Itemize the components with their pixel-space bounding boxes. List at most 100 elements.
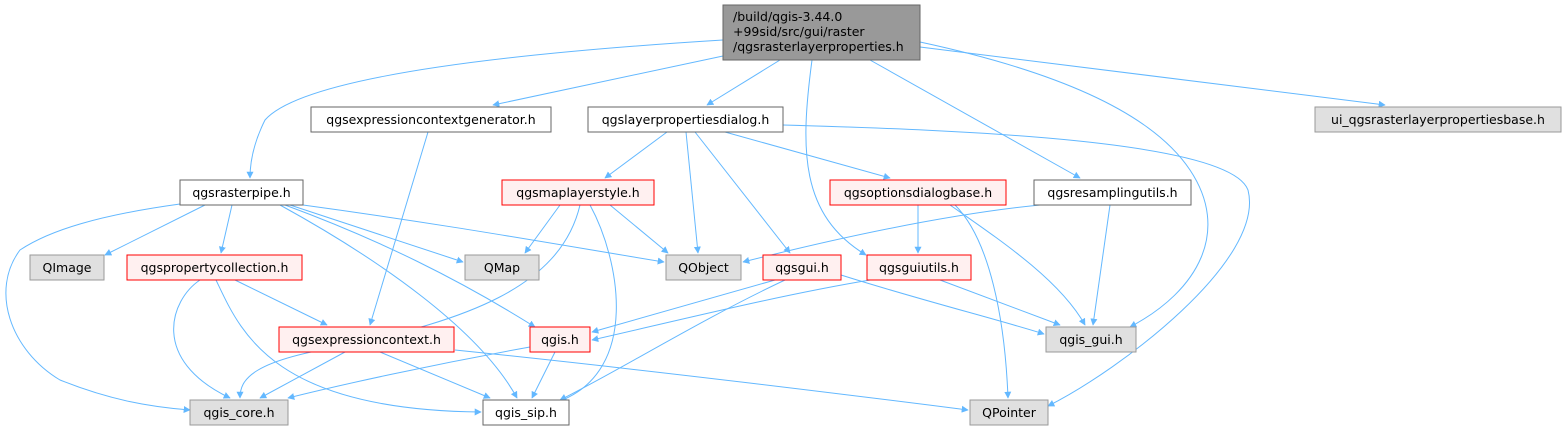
node-label: qgsexpressioncontextgenerator.h — [326, 112, 535, 127]
node-qgsgui[interactable]: qgsgui.h — [762, 254, 842, 281]
node-label: qgis_gui.h — [1059, 332, 1122, 347]
node-box — [278, 326, 455, 353]
node-label: qgsgui.h — [775, 260, 829, 275]
node-box — [29, 254, 105, 281]
node-label-line: /build/qgis-3.44.0 — [733, 9, 842, 24]
node-QObject[interactable]: QObject — [665, 254, 742, 281]
edge-qgis-to-qgis_core — [287, 346, 531, 400]
node-label: qgsexpressioncontext.h — [292, 332, 441, 347]
node-box — [310, 106, 552, 133]
node-qgsmaplayerstyle[interactable]: qgsmaplayerstyle.h — [501, 179, 655, 206]
node-qgsexpressioncontext[interactable]: qgsexpressioncontext.h — [278, 326, 455, 353]
node-box — [969, 399, 1049, 426]
dependency-edges — [5, 39, 1386, 416]
edge-qgsrasterpipe-to-QImage — [104, 204, 206, 256]
edge-qgsgui-to-qgis_sip — [559, 279, 786, 401]
node-box — [665, 254, 742, 281]
edge-qgsmaplayerstyle-to-qgis_core — [236, 204, 581, 399]
edge-qgsmaplayerstyle-to-QObject — [609, 204, 669, 254]
header-file-nodes: /build/qgis-3.44.0+99sid/src/gui/raster/… — [29, 4, 1562, 426]
node-qgis_gui[interactable]: qgis_gui.h — [1045, 326, 1137, 353]
edge-root-to-ui_qgsrasterlayerpropertiesbase — [919, 46, 1386, 108]
edge-qgsexpressioncontext-to-qgis_core — [259, 351, 346, 399]
node-box — [501, 179, 655, 206]
node-label: qgspropertycollection.h — [141, 260, 289, 275]
node-qgsguiutils[interactable]: qgsguiutils.h — [866, 254, 972, 281]
node-label: QObject — [678, 260, 729, 275]
node-box — [529, 326, 591, 353]
node-box — [866, 254, 972, 281]
edge-qgsgui-to-qgis_gui — [840, 274, 1045, 336]
node-box — [829, 179, 1007, 206]
edge-root-to-qgsresamplingutils — [869, 59, 1081, 179]
edge-root-to-qgsexpressioncontextgenerator — [492, 55, 724, 108]
edge-qgslayerpropertiesdialog-to-qgsgui — [694, 131, 791, 254]
node-qgis_sip[interactable]: qgis_sip.h — [482, 399, 570, 426]
node-label-line: +99sid/src/gui/raster — [733, 24, 865, 39]
edge-qgsmaplayerstyle-to-qgis_sip — [559, 204, 617, 402]
node-label: qgsrasterpipe.h — [192, 185, 290, 200]
node-box — [762, 254, 842, 281]
edge-qgsrasterpipe-to-QMap — [289, 204, 464, 264]
edge-qgsrasterpipe-to-qgis_sip — [279, 204, 518, 399]
edge-qgslayerpropertiesdialog-to-QPointer — [782, 124, 1251, 407]
edge-qgis-to-qgis_sip — [531, 351, 556, 399]
node-box — [1045, 326, 1137, 353]
node-label: qgsresamplingutils.h — [1047, 185, 1177, 200]
edge-qgslayerpropertiesdialog-to-qgsmaplayerstyle — [604, 131, 668, 179]
edge-qgsgui-to-qgis — [591, 279, 776, 334]
node-qgis_core[interactable]: qgis_core.h — [189, 399, 289, 426]
edge-qgsexpressioncontextgenerator-to-qgsexpressioncontext — [368, 131, 429, 326]
edge-root-to-qgslayerpropertiesdialog — [706, 59, 781, 106]
node-box — [179, 179, 304, 206]
edge-qgsrasterpipe-to-qgspropertycollection — [218, 204, 233, 254]
node-qgsexpressioncontextgenerator[interactable]: qgsexpressioncontextgenerator.h — [310, 106, 552, 133]
node-ui_qgsrasterlayerpropertiesbase[interactable]: ui_qgsrasterlayerpropertiesbase.h — [1314, 106, 1562, 133]
node-label: ui_qgsrasterlayerpropertiesbase.h — [1331, 112, 1545, 127]
edge-qgsguiutils-to-qgis — [591, 279, 871, 343]
node-qgsoptionsdialogbase[interactable]: qgsoptionsdialogbase.h — [829, 179, 1007, 206]
node-label: QMap — [484, 260, 520, 275]
edge-qgsoptionsdialogbase-to-QPointer — [954, 204, 1012, 399]
edge-qgslayerpropertiesdialog-to-QObject — [685, 131, 701, 254]
node-box — [482, 399, 570, 426]
edge-qgsoptionsdialogbase-to-qgis_gui — [949, 204, 1086, 326]
node-box — [587, 106, 784, 133]
edge-qgspropertycollection-to-qgsexpressioncontext — [234, 279, 328, 326]
node-label: qgsguiutils.h — [879, 260, 959, 275]
node-QMap[interactable]: QMap — [464, 254, 540, 281]
edge-root-to-qgsrasterpipe — [246, 39, 724, 179]
edge-qgslayerpropertiesdialog-to-qgsoptionsdialogbase — [724, 131, 891, 180]
node-qgspropertycollection[interactable]: qgspropertycollection.h — [126, 254, 303, 281]
edge-root-to-qgis_gui — [919, 41, 1209, 328]
node-box — [1033, 179, 1192, 206]
node-qgis[interactable]: qgis.h — [529, 326, 591, 353]
edge-qgsrasterpipe-to-qgis_core — [5, 203, 191, 414]
node-box — [189, 399, 289, 426]
edge-qgsmaplayerstyle-to-QMap — [524, 204, 561, 254]
node-label: qgslayerpropertiesdialog.h — [602, 112, 770, 127]
node-qgsrasterpipe[interactable]: qgsrasterpipe.h — [179, 179, 304, 206]
node-box — [126, 254, 303, 281]
node-label: qgis_sip.h — [495, 405, 557, 420]
node-box — [464, 254, 540, 281]
node-qgslayerpropertiesdialog[interactable]: qgslayerpropertiesdialog.h — [587, 106, 784, 133]
node-QPointer[interactable]: QPointer — [969, 399, 1049, 426]
node-label: QImage — [43, 260, 92, 275]
edge-qgsresamplingutils-to-QObject — [742, 204, 1041, 264]
node-qgsresamplingutils[interactable]: qgsresamplingutils.h — [1033, 179, 1192, 206]
edge-root-to-qgsguiutils — [805, 59, 867, 256]
node-label: qgsmaplayerstyle.h — [516, 185, 639, 200]
edge-qgsexpressioncontext-to-qgis_sip — [379, 351, 491, 399]
node-label: qgis.h — [541, 332, 579, 347]
edge-qgspropertycollection-to-qgis_sip — [215, 279, 482, 416]
edge-qgsresamplingutils-to-qgis_gui — [1090, 204, 1111, 326]
node-QImage[interactable]: QImage — [29, 254, 105, 281]
node-box — [1314, 106, 1562, 133]
edge-qgspropertycollection-to-qgis_core — [173, 279, 231, 399]
edge-qgsexpressioncontext-to-QPointer — [454, 349, 969, 413]
node-label: qgsoptionsdialogbase.h — [844, 185, 992, 200]
node-root[interactable]: /build/qgis-3.44.0+99sid/src/gui/raster/… — [722, 4, 921, 61]
edge-qgsguiutils-to-qgis_gui — [939, 279, 1061, 327]
